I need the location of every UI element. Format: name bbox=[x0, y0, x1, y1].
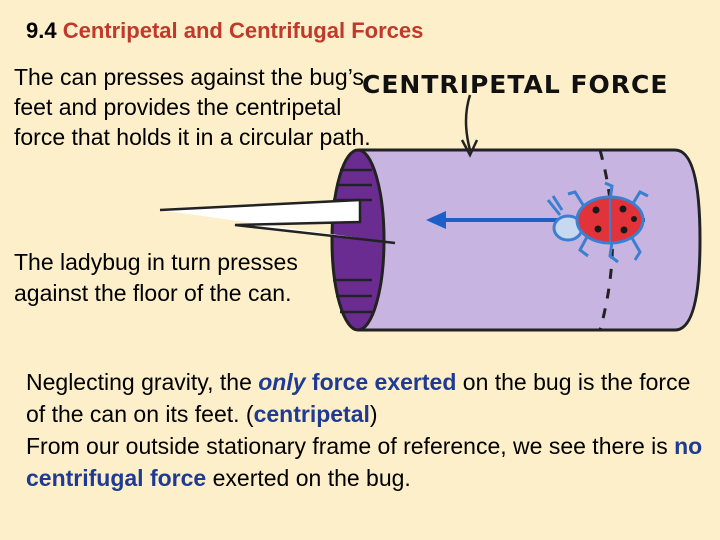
force-arrowhead-icon bbox=[426, 211, 446, 229]
centripetal-emphasis: centripetal bbox=[253, 401, 370, 427]
text-run: From our outside stationary frame of ref… bbox=[26, 433, 675, 459]
pointer-arrowhead-icon bbox=[460, 139, 479, 158]
can-body bbox=[358, 148, 702, 332]
text-run: Neglecting gravity, the bbox=[26, 369, 259, 395]
pointer-line bbox=[464, 94, 472, 151]
gravity-paragraph: Neglecting gravity, the only force exert… bbox=[26, 366, 706, 430]
centripetal-force-label: CENTRIPETAL FORCE bbox=[362, 70, 669, 99]
no-centrifugal-emphasis: no centrifugal force bbox=[26, 433, 703, 491]
force-exerted-emphasis: force exerted bbox=[305, 369, 457, 395]
explanation-block: Neglecting gravity, the only force exert… bbox=[26, 366, 706, 494]
frame-paragraph: From our outside stationary frame of ref… bbox=[26, 430, 706, 494]
ladybug-presses-paragraph: The ladybug in turn presses against the … bbox=[14, 249, 298, 306]
text-run: exerted on the bug. bbox=[206, 465, 411, 491]
only-emphasis: only bbox=[258, 369, 306, 395]
can-presses-paragraph: The can presses against the bug’s feet a… bbox=[14, 64, 371, 150]
section-number: 9.4 bbox=[26, 18, 57, 43]
text-run: ) bbox=[369, 401, 378, 427]
slide-title: 9.4 Centripetal and Centrifugal Forces bbox=[26, 18, 423, 44]
ladybug-icon bbox=[546, 181, 649, 264]
can-dashed-rim bbox=[598, 149, 614, 331]
text-run: on the bug is the force of the can on it… bbox=[26, 369, 691, 427]
string-cone bbox=[159, 198, 396, 245]
section-name: Centripetal and Centrifugal Forces bbox=[62, 18, 424, 43]
can-illustration bbox=[159, 94, 702, 332]
